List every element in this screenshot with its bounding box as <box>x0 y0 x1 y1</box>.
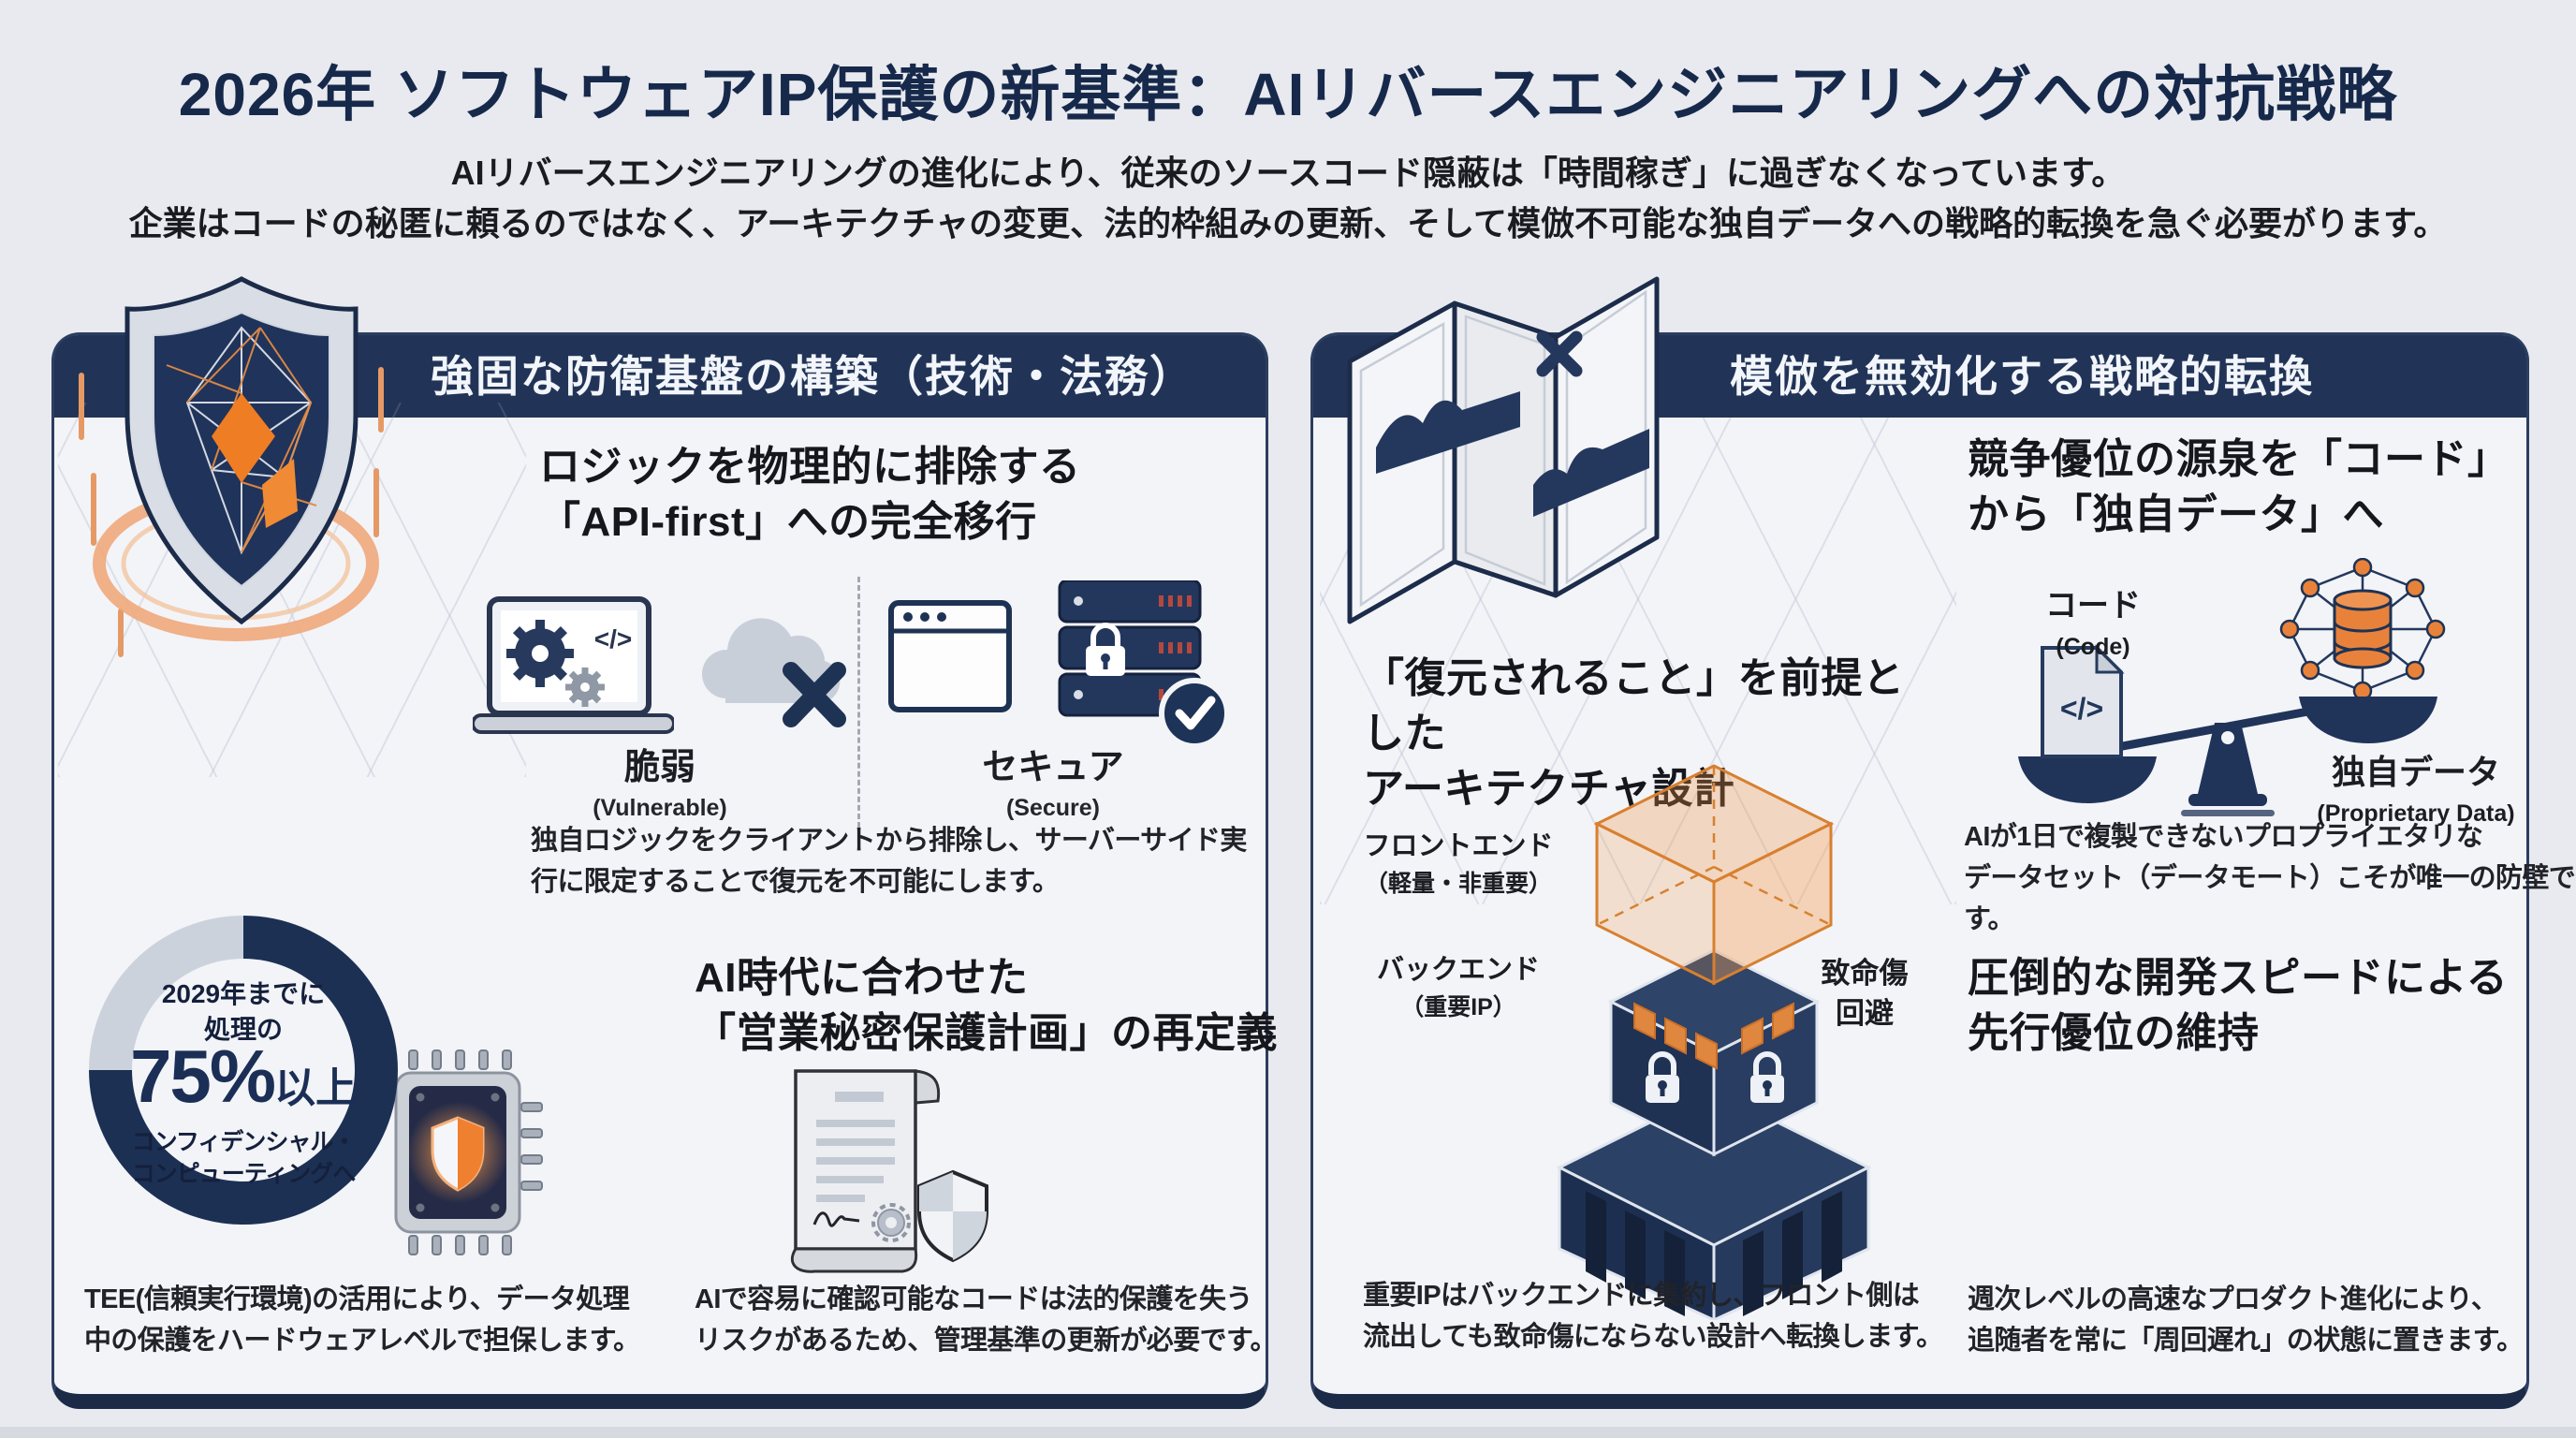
scroll-document-icon <box>790 1069 988 1273</box>
crenellation-blocks <box>1633 1002 1794 1070</box>
proprietary-data-sublabel: (Proprietary Data) <box>2317 800 2515 828</box>
donut-stat-unit: 以上 <box>274 1065 358 1111</box>
shield-mesh-icon <box>124 276 359 625</box>
secure-sublabel: (Secure) <box>1005 795 1101 821</box>
server-stack-icon <box>1058 580 1230 749</box>
api-first-heading: ロジックを物理的に排除する 「API-first」への完全移行 <box>539 444 1081 545</box>
api-first-description: 独自ロジックをクライアントから排除し、サーバーサイド実 行に限定することで復元を… <box>531 826 1247 898</box>
orange-dash <box>378 367 384 433</box>
balance-scale-icon: </> <box>2018 558 2446 816</box>
base-cube-icon <box>1556 1089 1872 1320</box>
speed-heading: 圧倒的な開発スピードによる 先行優位の維持 <box>1968 955 2509 1056</box>
page-subtitle: AIリバースエンジニアリングの進化により、従来のソースコード隠蔽は「時間稼ぎ」に… <box>128 154 2448 242</box>
seal-icon <box>871 1203 911 1242</box>
right-panel-header: 模倣を無効化する戦略的転換 <box>1730 352 2314 401</box>
donut-stat-value: 75% <box>129 1034 276 1118</box>
backend-sublabel: （重要IP） <box>1400 993 1516 1020</box>
donut-stat-line2: 処理の <box>203 1015 283 1044</box>
donut-stat-line4: コンピューティングへ <box>131 1161 357 1187</box>
code-label: コード <box>2045 588 2141 624</box>
speed-description: 週次レベルの高速なプロダクト進化により、 追随者を常に「周回遅れ」の状態に置きま… <box>1968 1284 2524 1357</box>
tee-description: TEE(信頼実行環境)の活用により、データ処理 中の保護をハードウェアレベルで担… <box>84 1284 640 1357</box>
donut-stat-value-row: 75% 以上 <box>89 1034 398 1120</box>
orange-dash <box>79 373 84 440</box>
secure-label-block: セキュア (Secure) <box>917 738 1189 822</box>
donut-stat-line3: コンフィデンシャル・ <box>131 1129 357 1155</box>
backend-label: バックエンド <box>1376 955 1540 985</box>
vulnerable-sublabel: (Vulnerable) <box>593 795 727 821</box>
trade-secret-heading: AI時代に合わせた 「営業秘密保護計画」の再定義 <box>695 955 1278 1056</box>
orange-dash <box>118 609 124 657</box>
frontend-sublabel: （軽量・非重要） <box>1364 870 1552 897</box>
architecture-heading: 「復元されること」を前提とした アーキテクチャ設計 <box>1363 655 1905 812</box>
gear-small-icon <box>565 668 605 707</box>
code-label-block: コード (Code) <box>2009 584 2177 664</box>
trade-secret-description: AIで容易に確認可能なコードは法的保護を失う リスクがあるため、管理基準の更新が… <box>695 1284 1278 1357</box>
orange-dash <box>373 468 379 537</box>
x-mark-icon <box>783 662 846 727</box>
chip-shield-icon <box>431 1116 485 1192</box>
page-title: 2026年 ソフトウェアIP保護の新基準：AIリバースエンジニアリングへの対抗戦… <box>178 61 2398 128</box>
laptop-code-icon: </> <box>473 596 674 734</box>
vulnerable-label-block: 脆弱 (Vulnerable) <box>524 738 796 822</box>
code-glyph: </> <box>594 624 632 653</box>
code-glyph: </> <box>2060 692 2103 726</box>
vulnerable-label: 脆弱 <box>623 748 695 787</box>
data-network-icon <box>2279 558 2446 701</box>
vertical-dashed-divider <box>857 577 860 828</box>
proprietary-data-label: 独自データ <box>2331 753 2500 791</box>
map-mountain <box>1533 429 1649 517</box>
lock-icon <box>1750 1051 1784 1103</box>
lock-icon <box>1646 1051 1679 1103</box>
code-file-icon: </> <box>2041 644 2125 758</box>
map-x-icon <box>1536 330 1583 377</box>
backend-label-block: バックエンド （重要IP） <box>1346 951 1571 1024</box>
left-panel-header: 強固な防衛基盤の構築（技術・法務） <box>431 352 1194 401</box>
database-icon <box>2333 589 2393 669</box>
map-mountain <box>1376 391 1520 474</box>
shield-quadrant-icon <box>917 1169 988 1263</box>
code-sublabel: (Code) <box>2056 633 2130 660</box>
check-badge-icon <box>1159 678 1230 749</box>
cloud-icon <box>701 618 846 727</box>
frontend-label: フロントエンド <box>1363 831 1554 861</box>
lock-icon <box>1086 623 1125 676</box>
orange-dash <box>91 473 96 546</box>
scale-fulcrum <box>2181 723 2275 816</box>
architecture-description: 重要IPはバックエンドに集約し、フロント側は 流出しても致命傷にならない設計へ転… <box>1363 1281 1943 1353</box>
proprietary-data-label-block: 独自データ (Proprietary Data) <box>2280 749 2552 830</box>
secure-chip-icon <box>394 1049 543 1255</box>
frontend-label-block: フロントエンド （軽量・非重要） <box>1346 828 1571 901</box>
browser-window-icon <box>888 600 1012 712</box>
gear-icon <box>506 620 574 687</box>
data-shift-description: AIが1日で複製できないプロプライエタリな データセット（データモート）こそが唯… <box>1964 822 2576 935</box>
bottom-edge-strip <box>0 1427 2576 1438</box>
map-icon <box>1347 276 1660 624</box>
frontend-cube-icon <box>1593 764 1835 986</box>
castle-architecture-diagram <box>1556 764 1872 1320</box>
signature-squiggle <box>812 1211 860 1227</box>
donut-chart: 2029年までに 処理の 75% 以上 コンフィデンシャル・ コンピューティング… <box>89 916 398 1225</box>
scale-pan-left <box>2018 756 2157 803</box>
donut-stat-line1: 2029年までに <box>161 979 326 1008</box>
fatal-damage-avoid-label: 致命傷 回避 <box>1821 957 1909 1031</box>
backend-cube-icon <box>1607 948 1821 1157</box>
scale-pan-right <box>2299 697 2437 743</box>
donut-hole <box>132 959 355 1181</box>
secure-label: セキュア <box>982 748 1124 787</box>
data-shift-heading: 競争優位の源泉を「コード」 から「独自データ」へ <box>1968 436 2510 537</box>
